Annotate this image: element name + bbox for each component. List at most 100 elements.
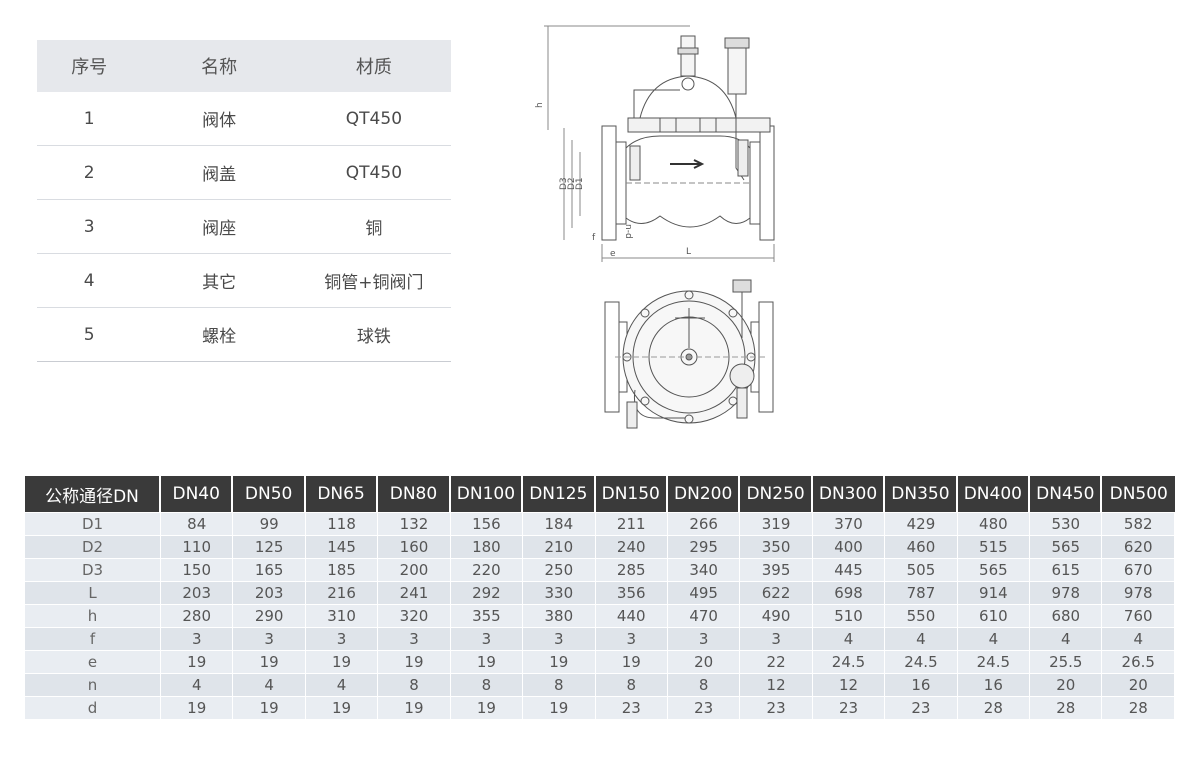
dimensions-cell: 620	[1102, 535, 1175, 558]
dimensions-header-dn300: DN300	[812, 476, 886, 512]
dimensions-cell: 216	[305, 581, 379, 604]
dimensions-cell: 23	[740, 696, 813, 719]
dimensions-cell: 610	[957, 604, 1031, 627]
dimensions-cell: 319	[740, 512, 813, 535]
dimensions-cell: 203	[161, 581, 234, 604]
materials-header-index: 序号	[37, 40, 142, 92]
dimensions-cell: 19	[378, 696, 451, 719]
dimensions-cell: 440	[595, 604, 668, 627]
dimensions-cell: 200	[378, 558, 451, 581]
dimensions-cell: 582	[1102, 512, 1175, 535]
dimensions-cell: 250	[523, 558, 596, 581]
label-e: e	[610, 249, 616, 259]
dimensions-cell: 3	[740, 627, 813, 650]
dimensions-cell: 23	[812, 696, 886, 719]
materials-cell-material: QT450	[296, 92, 451, 146]
materials-cell-index: 1	[37, 92, 142, 146]
dimensions-cell: 19	[450, 696, 524, 719]
dimensions-cell: 3	[523, 627, 596, 650]
dimensions-cell: 400	[812, 535, 886, 558]
dimensions-cell: 3	[233, 627, 306, 650]
dimensions-cell: 28	[1102, 696, 1175, 719]
dimensions-cell: 3	[595, 627, 668, 650]
dimensions-header-dn150: DN150	[595, 476, 668, 512]
materials-cell-name: 螺栓	[141, 307, 297, 362]
dimensions-cell: 550	[885, 604, 958, 627]
materials-cell-index: 5	[37, 307, 142, 362]
dimensions-corner-header: 公称通径DN	[25, 476, 161, 512]
dimensions-cell: 310	[305, 604, 379, 627]
dimensions-cell: 515	[957, 535, 1031, 558]
dimensions-cell: 20	[1102, 673, 1175, 696]
dimensions-cell: 978	[1102, 581, 1175, 604]
materials-cell-index: 2	[37, 145, 142, 200]
dimensions-cell: 8	[523, 673, 596, 696]
materials-row: 3 阀座 铜	[37, 199, 451, 254]
dimensions-header-dn40: DN40	[161, 476, 234, 512]
dimensions-cell: 150	[161, 558, 234, 581]
dimensions-cell: 19	[233, 650, 306, 673]
dimensions-cell: 23	[667, 696, 741, 719]
dimensions-cell: 203	[233, 581, 306, 604]
dimensions-row-label: d	[25, 696, 161, 719]
dimensions-cell: 3	[450, 627, 524, 650]
dimensions-cell: 4	[161, 673, 234, 696]
dimensions-cell: 19	[161, 650, 234, 673]
dimensions-cell: 460	[885, 535, 958, 558]
dimensions-cell: 84	[161, 512, 234, 535]
dimensions-cell: 110	[161, 535, 234, 558]
dimensions-cell: 355	[450, 604, 524, 627]
dimensions-cell: 12	[740, 673, 813, 696]
dimensions-header-dn350: DN350	[885, 476, 958, 512]
dimensions-cell: 510	[812, 604, 886, 627]
dimensions-cell: 3	[305, 627, 379, 650]
dimensions-cell: 160	[378, 535, 451, 558]
dimensions-cell: 24.5	[957, 650, 1031, 673]
dimensions-row-label: f	[25, 627, 161, 650]
materials-header-material: 材质	[296, 40, 451, 92]
dimensions-cell: 4	[1030, 627, 1103, 650]
dimensions-cell: 680	[1030, 604, 1103, 627]
dimensions-cell: 19	[161, 696, 234, 719]
dimensions-header-dn250: DN250	[740, 476, 813, 512]
dimensions-cell: 760	[1102, 604, 1175, 627]
dimensions-header-dn50: DN50	[233, 476, 306, 512]
dimensions-header-dn400: DN400	[957, 476, 1031, 512]
dimensions-cell: 132	[378, 512, 451, 535]
dimensions-cell: 19	[305, 650, 379, 673]
dimensions-cell: 3	[161, 627, 234, 650]
dimensions-header-dn450: DN450	[1030, 476, 1103, 512]
dimensions-cell: 8	[667, 673, 741, 696]
dimensions-cell: 350	[740, 535, 813, 558]
dimensions-cell: 330	[523, 581, 596, 604]
dimensions-cell: 19	[233, 696, 306, 719]
dimensions-cell: 19	[378, 650, 451, 673]
dimensions-cell: 698	[812, 581, 886, 604]
dimensions-cell: 505	[885, 558, 958, 581]
dimensions-cell: 28	[1030, 696, 1103, 719]
materials-header-row: 序号 名称 材质	[37, 40, 451, 92]
label-h: h	[535, 102, 545, 108]
dimensions-cell: 622	[740, 581, 813, 604]
dimensions-cell: 12	[812, 673, 886, 696]
dimensions-cell: 145	[305, 535, 379, 558]
dimensions-cell: 4	[885, 627, 958, 650]
dimensions-cell: 914	[957, 581, 1031, 604]
label-l: L	[686, 247, 691, 257]
dimensions-cell: 4	[812, 627, 886, 650]
dimensions-cell: 220	[450, 558, 524, 581]
dimensions-cell: 530	[1030, 512, 1103, 535]
dimensions-cell: 20	[1030, 673, 1103, 696]
dimensions-cell: 28	[957, 696, 1031, 719]
dimensions-cell: 25.5	[1030, 650, 1103, 673]
dimensions-cell: 20	[667, 650, 741, 673]
dimensions-cell: 380	[523, 604, 596, 627]
dimensions-cell: 180	[450, 535, 524, 558]
dimensions-cell: 4	[957, 627, 1031, 650]
dimensions-cell: 19	[523, 696, 596, 719]
valve-top-view-drawing	[604, 279, 774, 429]
dimensions-row-label: D1	[25, 512, 161, 535]
